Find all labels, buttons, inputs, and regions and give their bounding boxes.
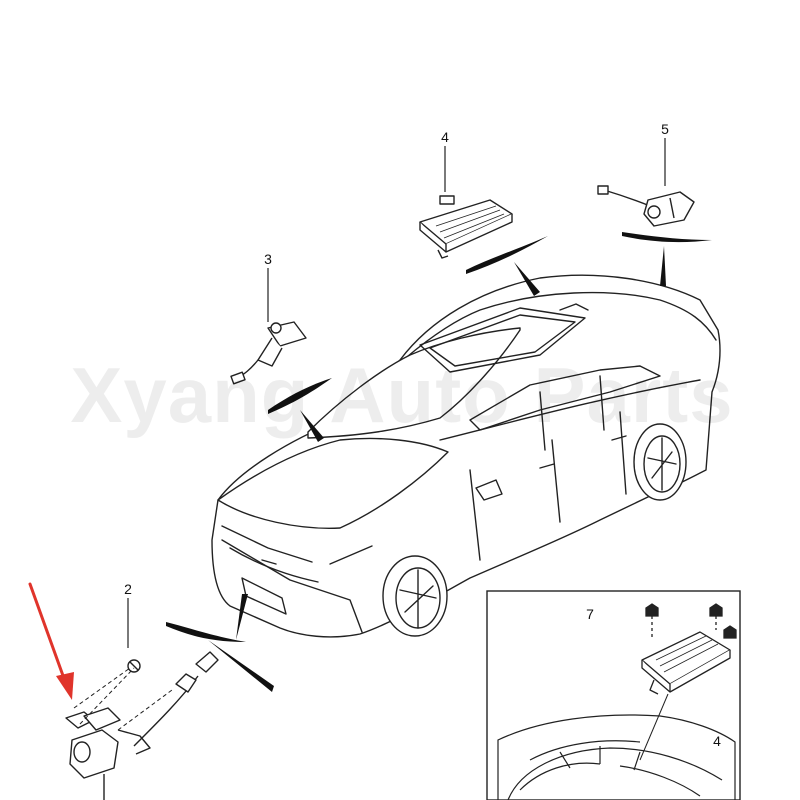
callout-label-5: 5 [661,121,669,137]
part-2-camera [65,651,219,800]
detail-inset [486,590,741,800]
car-illustration [211,274,721,638]
part-5-cable-sensor [597,185,695,227]
part-3-sensor [230,321,307,385]
red-arrow-icon [28,582,74,700]
part-7-nuts [645,603,737,639]
inset-frame [486,590,741,800]
part-4-module-inset [641,631,731,695]
part-4-module [419,195,513,259]
leader-pincers [166,232,712,692]
callout-label-3: 3 [264,251,272,267]
trunk-interior-sketch [497,693,736,800]
callout-label-4-inset: 4 [713,733,721,749]
callout-label-7: 7 [586,606,594,622]
callout-label-2: 2 [124,581,132,597]
callout-label-4-top: 4 [441,129,449,145]
